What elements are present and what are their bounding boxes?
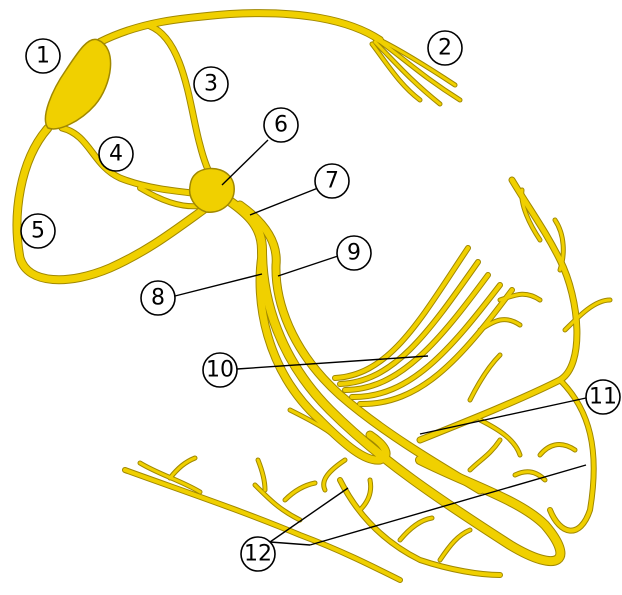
nerve-left-e — [285, 483, 315, 500]
callout-2-text: 2 — [438, 36, 452, 61]
callout-9-text: 9 — [347, 241, 361, 266]
nerve-fan-5-outline — [360, 290, 512, 404]
leader-7 — [250, 188, 318, 215]
callout-7: 7 — [315, 164, 349, 198]
callout-5-text: 5 — [31, 219, 45, 244]
callout-6: 6 — [264, 108, 298, 142]
callout-10: 10 — [203, 353, 237, 387]
leader-6 — [222, 140, 268, 185]
leader-12a — [270, 488, 348, 542]
leader-12b — [270, 542, 310, 545]
callout-3-text: 3 — [204, 72, 218, 97]
callout-1: 1 — [26, 39, 60, 73]
callout-8: 8 — [141, 281, 175, 315]
nerve-fan-5 — [360, 290, 512, 404]
callout-4-text: 4 — [109, 142, 123, 167]
callout-3: 3 — [194, 67, 228, 101]
callout-5: 5 — [21, 214, 55, 248]
callout-12-text: 12 — [244, 542, 272, 567]
callout-8-text: 8 — [151, 286, 165, 311]
callout-12: 12 — [241, 537, 275, 571]
callout-11-text: 11 — [589, 385, 617, 410]
nerve-outline-layer — [17, 13, 610, 580]
nerve-connector-3 — [150, 26, 214, 182]
callout-10-text: 10 — [206, 358, 234, 383]
leader-8 — [175, 274, 262, 296]
callout-9: 9 — [337, 236, 371, 270]
callout-2: 2 — [428, 31, 462, 65]
callout-4: 4 — [99, 137, 133, 171]
leader-9 — [278, 256, 338, 276]
callout-7-text: 7 — [325, 169, 339, 194]
callout-1-text: 1 — [36, 44, 50, 69]
callout-6-text: 6 — [274, 113, 288, 138]
callout-11: 11 — [586, 380, 620, 414]
ganglion-6 — [190, 168, 235, 212]
nerve-right-h — [470, 440, 500, 470]
